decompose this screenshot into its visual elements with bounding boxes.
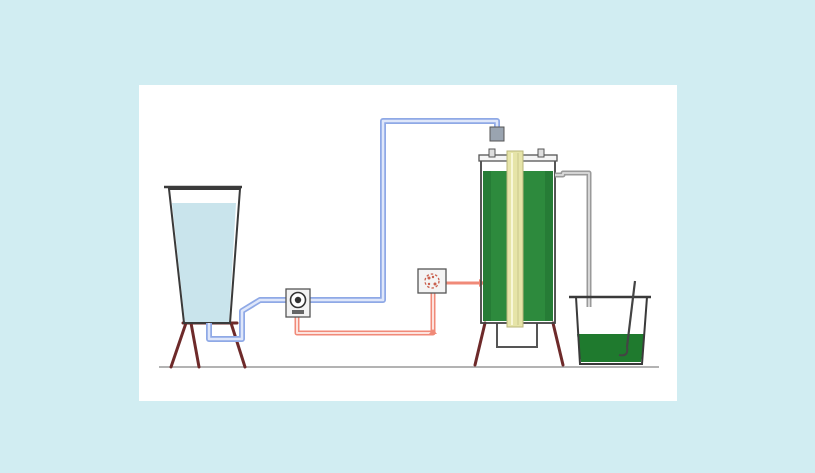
air-flow-arrow xyxy=(429,329,437,334)
beaker-icon xyxy=(569,280,651,365)
light-column xyxy=(506,150,524,328)
beaker-outline xyxy=(575,296,648,365)
overflow-pipe xyxy=(555,170,592,307)
diagram-panel xyxy=(139,85,677,401)
reservoir-outline xyxy=(167,188,242,324)
photobioreactor-icon xyxy=(473,148,565,367)
harvest-liquid xyxy=(577,334,645,362)
inlet-nozzle xyxy=(489,126,505,142)
air-tubing xyxy=(294,281,479,336)
air-pump-icon xyxy=(417,268,447,294)
inlet-tubing xyxy=(206,118,500,342)
reservoir-water xyxy=(172,203,236,323)
peristaltic-pump-icon xyxy=(285,288,311,318)
photobioreactor-diagram xyxy=(159,118,659,369)
